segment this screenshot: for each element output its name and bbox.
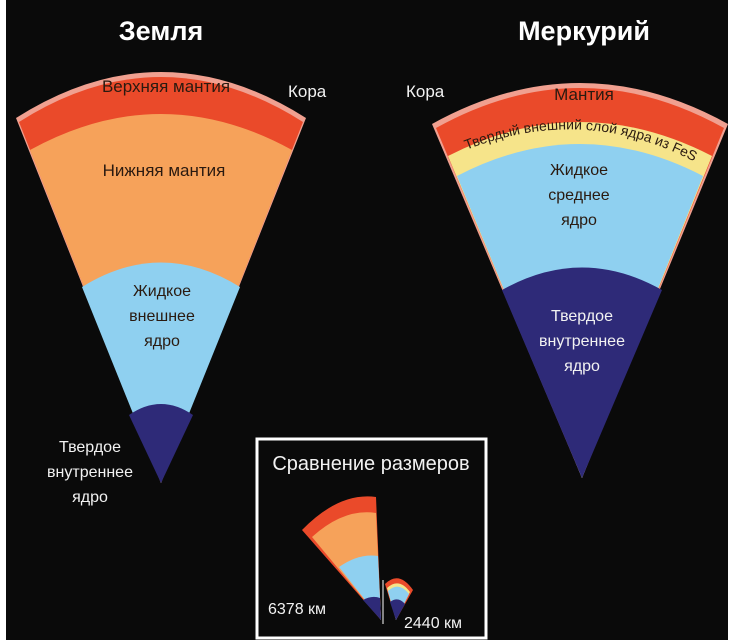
mercury-middle-core-label-2: среднее bbox=[548, 187, 610, 204]
mercury-inner-core-label-2: внутреннее bbox=[539, 333, 625, 350]
mercury-middle-core-label-3: ядро bbox=[561, 212, 597, 229]
earth-wedge: Верхняя мантия Нижняя мантия Жидкое внеш… bbox=[16, 72, 306, 483]
comparison-title: Сравнение размеров bbox=[272, 453, 469, 475]
earth-lower-mantle-label: Нижняя мантия bbox=[103, 161, 226, 180]
earth-inner-core-label-1: Твердое bbox=[59, 439, 121, 456]
mercury-middle-core-label-1: Жидкое bbox=[550, 162, 608, 179]
earth-inner-core-layer bbox=[129, 404, 193, 483]
mercury-inner-core-label-1: Твердое bbox=[551, 308, 613, 325]
mercury-crust-label: Кора bbox=[406, 82, 445, 101]
earth-outer-core-label-1: Жидкое bbox=[133, 283, 191, 300]
planet-interior-diagram: Верхняя мантия Нижняя мантия Жидкое внеш… bbox=[16, 16, 728, 640]
small-mercury-inner-core bbox=[390, 599, 405, 620]
earth-outer-core-label-3: ядро bbox=[144, 333, 180, 350]
earth-crust-label: Кора bbox=[288, 82, 327, 101]
diagram-stage: Верхняя мантия Нижняя мантия Жидкое внеш… bbox=[6, 0, 728, 640]
mercury-inner-core-layer bbox=[502, 267, 662, 478]
earth-radius-label: 6378 км bbox=[268, 601, 326, 618]
mercury-title: Меркурий bbox=[518, 16, 650, 46]
earth-inner-core-label-2: внутреннее bbox=[47, 464, 133, 481]
mercury-wedge: Мантия Твердый внешний слой ядра из FeS … bbox=[432, 83, 728, 478]
small-earth-inner-core bbox=[363, 596, 381, 620]
size-comparison-box: Сравнение размеров 6378 км 2440 км bbox=[255, 437, 488, 640]
mercury-inner-core-label-3: ядро bbox=[564, 358, 600, 375]
mercury-mantle-label: Мантия bbox=[554, 85, 614, 104]
mercury-radius-label: 2440 км bbox=[404, 615, 462, 632]
earth-outer-core-layer bbox=[82, 262, 240, 483]
earth-inner-core-label-3: ядро bbox=[72, 489, 108, 506]
earth-title: Земля bbox=[119, 16, 203, 46]
earth-outer-core-label-2: внешнее bbox=[129, 308, 195, 325]
comparison-frame bbox=[255, 437, 488, 640]
earth-upper-mantle-label: Верхняя мантия bbox=[102, 77, 230, 96]
